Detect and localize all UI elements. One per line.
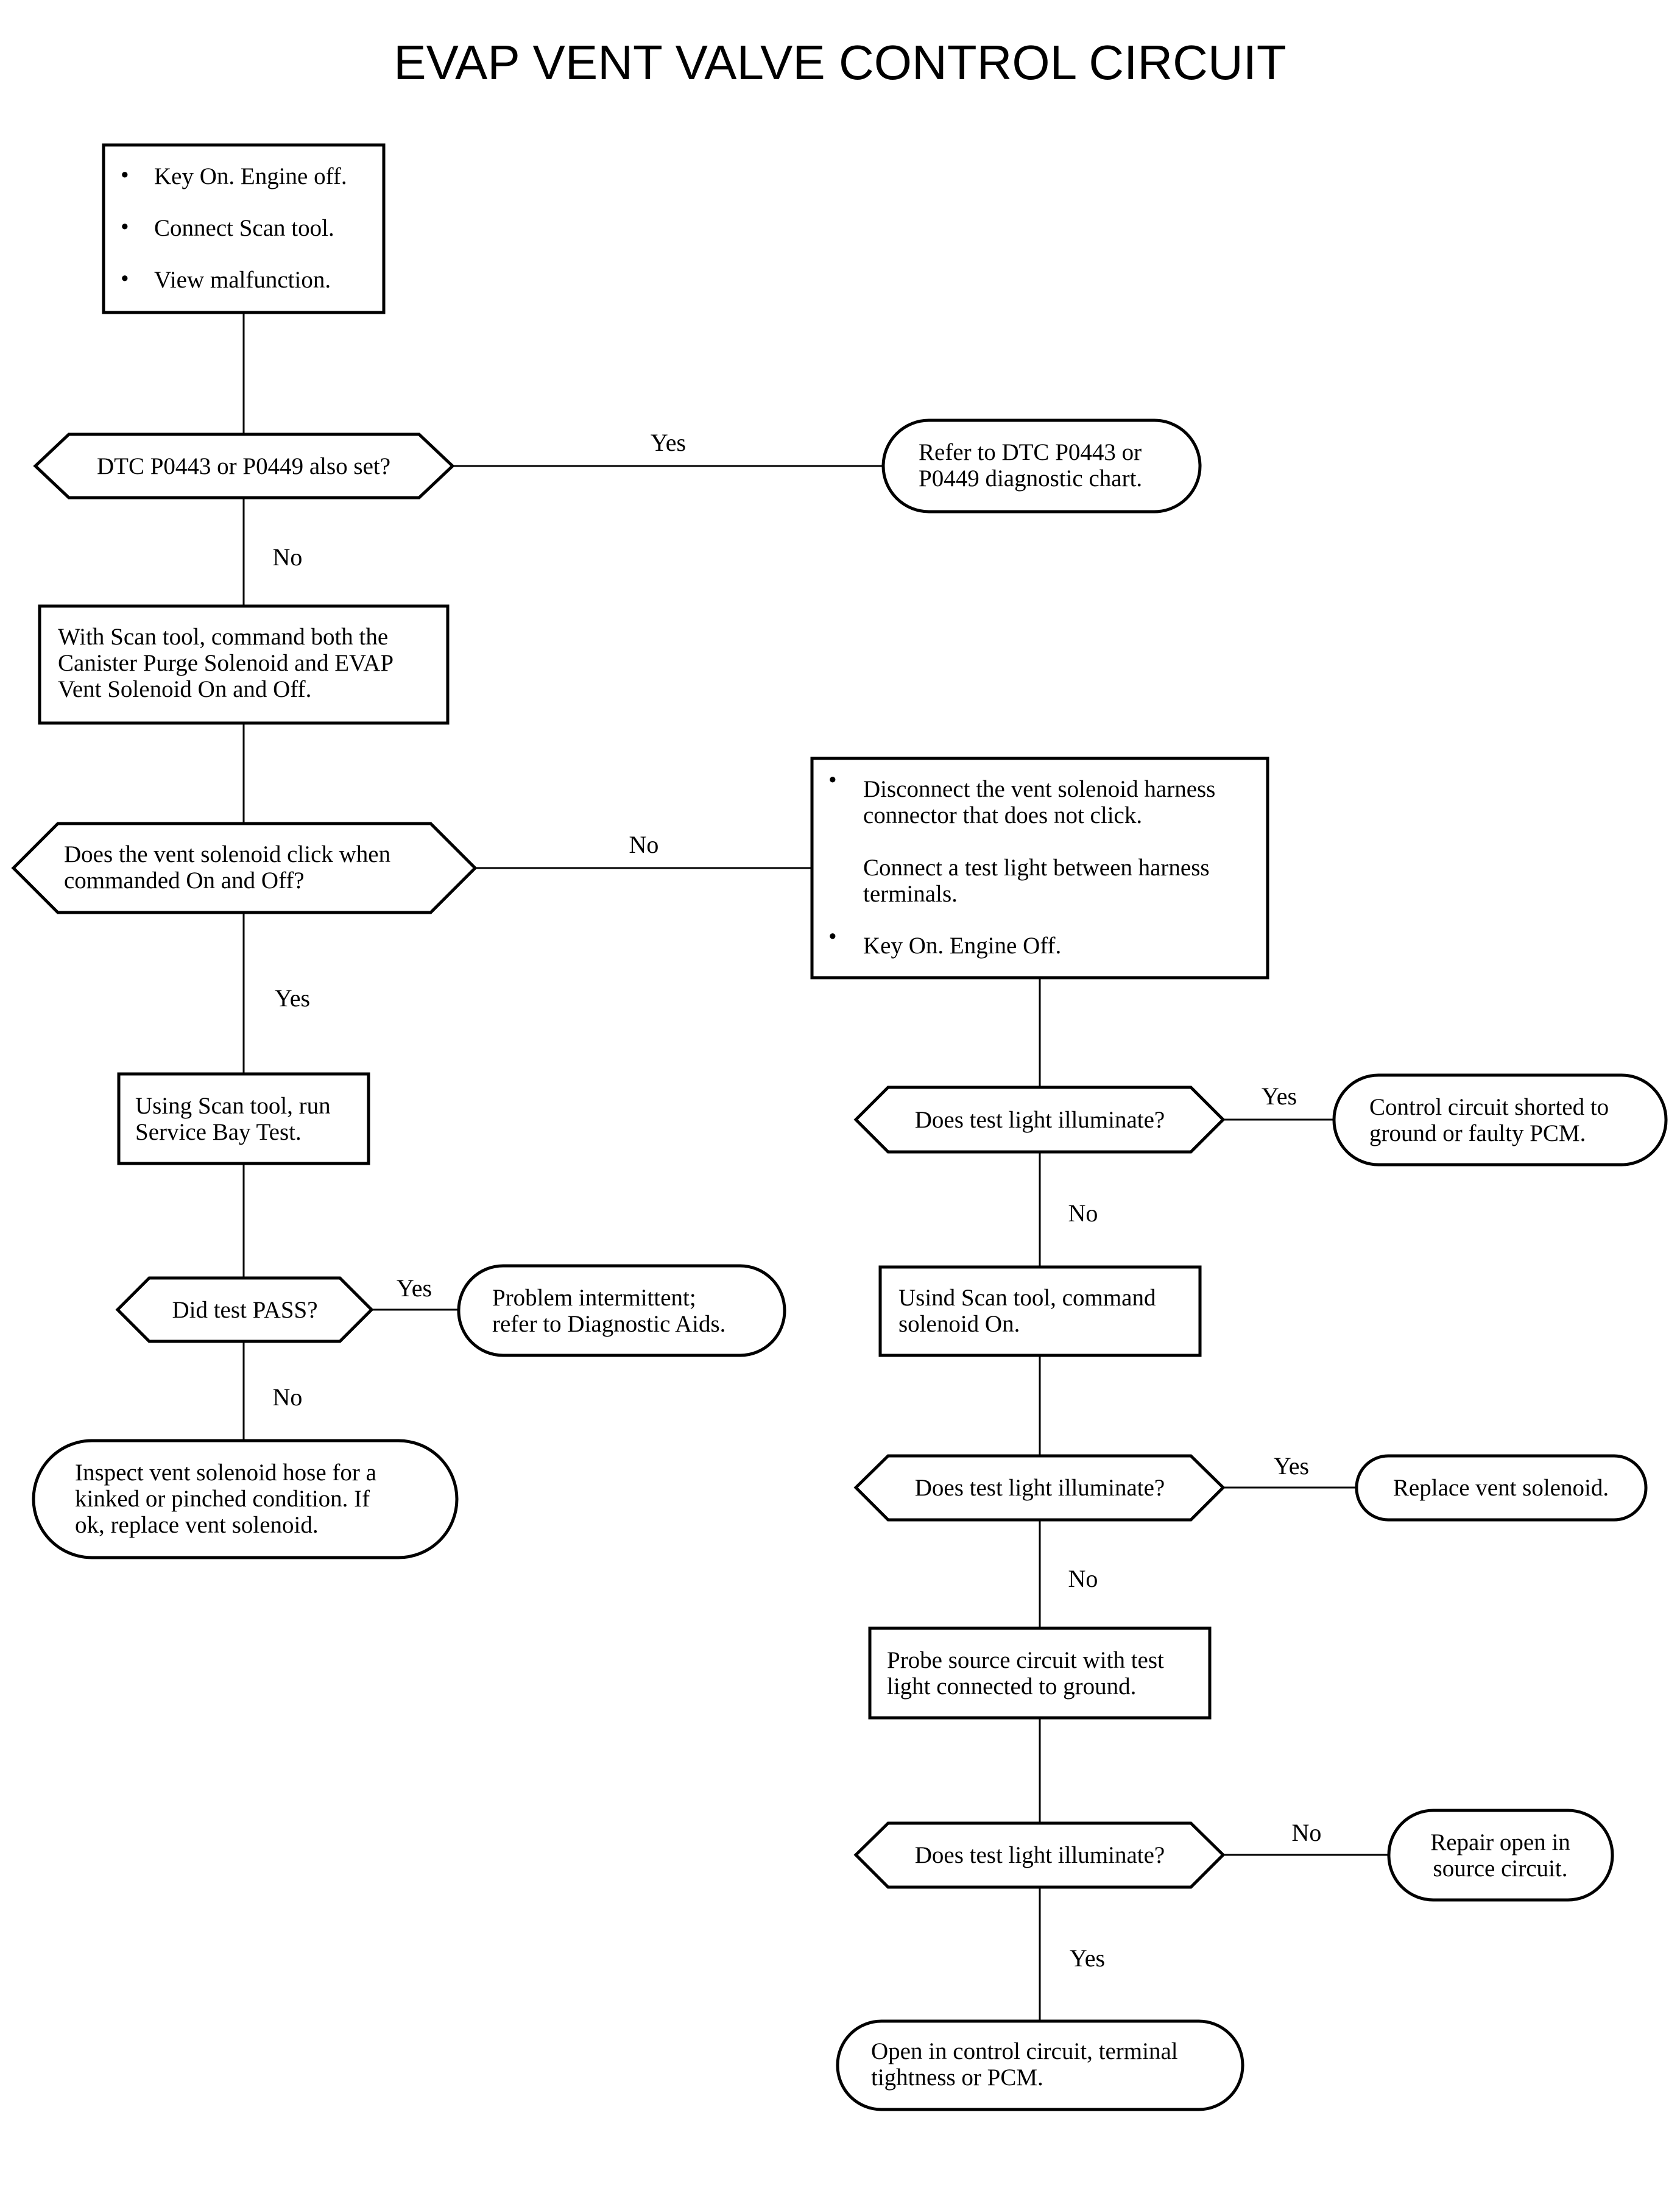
step-text: Disconnect the vent solenoid harness xyxy=(863,776,1215,802)
result-text: Open in control circuit, terminal xyxy=(871,2038,1178,2064)
result-shorted: Control circuit shorted to ground or fau… xyxy=(1332,1073,1668,1167)
result-refer-dtc: Refer to DTC P0443 or P0449 diagnostic c… xyxy=(881,418,1202,514)
connectors xyxy=(242,312,1389,2021)
result-text: refer to Diagnostic Aids. xyxy=(492,1311,725,1337)
step-text: View malfunction. xyxy=(154,267,331,293)
branch-label-yes: Yes xyxy=(275,984,310,1012)
result-text: Problem intermittent; xyxy=(492,1285,696,1311)
result-text: tightness or PCM. xyxy=(871,2064,1043,2091)
result-text: ok, replace vent solenoid. xyxy=(75,1512,319,1538)
result-replace: Replace vent solenoid. xyxy=(1355,1454,1648,1522)
branch-label-no: No xyxy=(273,1383,303,1411)
branch-label-yes: Yes xyxy=(651,429,686,456)
disconnect-step: • Disconnect the vent solenoid harness c… xyxy=(810,757,1269,980)
step-text: Probe source circuit with test xyxy=(887,1647,1164,1673)
result-text: kinked or pinched condition. If xyxy=(75,1486,370,1512)
step-text: Vent Solenoid On and Off. xyxy=(58,676,311,702)
decision-light-1: Does test light illuminate? xyxy=(853,1086,1226,1154)
decision-text: DTC P0443 or P0449 also set? xyxy=(97,453,390,479)
decision-light-2: Does test light illuminate? xyxy=(853,1454,1226,1522)
step-text: Canister Purge Solenoid and EVAP xyxy=(58,650,394,676)
step-text: Connect a test light between harness xyxy=(863,855,1210,881)
step-text: Using Scan tool, run xyxy=(135,1093,331,1119)
result-intermittent: Problem intermittent; refer to Diagnosti… xyxy=(457,1264,786,1357)
result-text: ground or faulty PCM. xyxy=(1369,1120,1586,1146)
step-text: With Scan tool, command both the xyxy=(58,624,388,650)
step-text: Usind Scan tool, command xyxy=(898,1285,1156,1311)
probe-step: Probe source circuit with test light con… xyxy=(868,1626,1212,1720)
result-text: source circuit. xyxy=(1433,1855,1568,1882)
bullet-icon: • xyxy=(121,266,129,292)
result-inspect: Inspect vent solenoid hose for a kinked … xyxy=(32,1439,459,1559)
decision-text: Does the vent solenoid click when xyxy=(64,841,390,867)
bullet-icon: • xyxy=(828,767,837,793)
step-text: terminals. xyxy=(863,881,958,907)
step-text: Connect Scan tool. xyxy=(154,215,334,241)
decision-text: Does test light illuminate? xyxy=(915,1107,1165,1133)
result-repair: Repair open in source circuit. xyxy=(1387,1809,1614,1902)
decision-light-3: Does test light illuminate? xyxy=(853,1821,1226,1889)
command-both-step: With Scan tool, command both the Caniste… xyxy=(38,604,450,725)
decision-text: commanded On and Off? xyxy=(64,867,305,894)
result-text: Repair open in xyxy=(1430,1829,1570,1855)
decision-pass: Did test PASS? xyxy=(115,1276,374,1343)
chart-title: EVAP VENT VALVE CONTROL CIRCUIT xyxy=(394,35,1286,90)
start-step: • Key On. Engine off. • Connect Scan too… xyxy=(102,143,386,314)
result-text: P0449 diagnostic chart. xyxy=(919,465,1142,492)
result-open: Open in control circuit, terminal tightn… xyxy=(836,2019,1244,2111)
decision-text: Does test light illuminate? xyxy=(915,1842,1165,1868)
command-on-step: Usind Scan tool, command solenoid On. xyxy=(878,1265,1202,1357)
bullet-icon: • xyxy=(121,162,129,188)
bullet-icon: • xyxy=(828,923,837,950)
result-text: Inspect vent solenoid hose for a xyxy=(75,1460,376,1486)
bullet-icon: • xyxy=(121,214,129,240)
branch-label-yes: Yes xyxy=(1262,1082,1297,1110)
decision-dtc: DTC P0443 or P0449 also set? xyxy=(33,432,455,500)
branch-label-no: No xyxy=(273,543,303,571)
step-text: light connected to ground. xyxy=(887,1673,1136,1700)
result-text: Refer to DTC P0443 or xyxy=(919,439,1142,465)
branch-label-no: No xyxy=(1068,1565,1098,1592)
result-text: Control circuit shorted to xyxy=(1369,1094,1609,1120)
decision-text: Does test light illuminate? xyxy=(915,1475,1165,1501)
result-text: Replace vent solenoid. xyxy=(1393,1475,1609,1501)
step-text: solenoid On. xyxy=(898,1311,1020,1337)
branch-label-yes: Yes xyxy=(1070,1944,1105,1972)
branch-label-yes: Yes xyxy=(1274,1452,1309,1480)
service-bay-step: Using Scan tool, run Service Bay Test. xyxy=(117,1072,370,1165)
step-text: connector that does not click. xyxy=(863,802,1142,828)
branch-label-no: No xyxy=(1292,1819,1322,1846)
decision-click: Does the vent solenoid click when comman… xyxy=(11,822,478,914)
decision-text: Did test PASS? xyxy=(172,1297,317,1323)
step-text: Service Bay Test. xyxy=(135,1119,302,1145)
step-text: Key On. Engine off. xyxy=(154,163,347,189)
branch-label-yes: Yes xyxy=(397,1274,432,1302)
step-text: Key On. Engine Off. xyxy=(863,933,1061,959)
branch-label-no: No xyxy=(1068,1199,1098,1227)
branch-label-no: No xyxy=(629,831,659,858)
